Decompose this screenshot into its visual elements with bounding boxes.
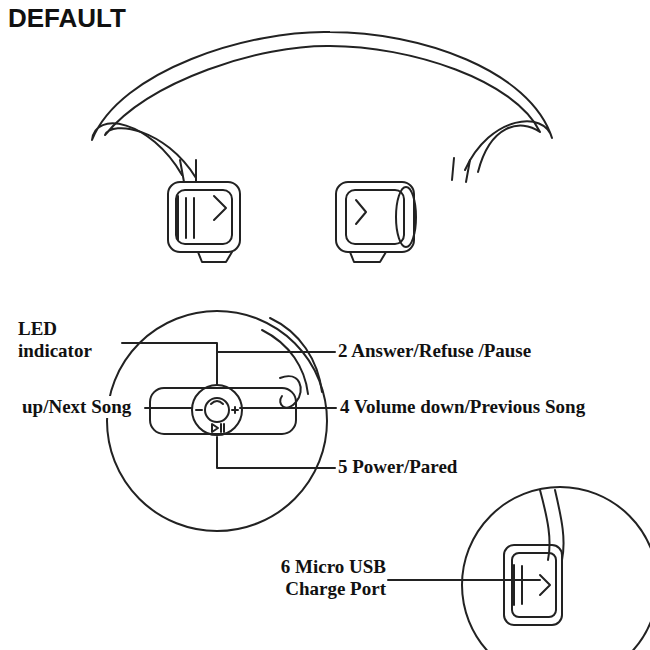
callout-label: 6 Micro USB Charge Port bbox=[246, 556, 386, 600]
callout-label-box: 5 Power/Pared bbox=[338, 456, 457, 478]
watermark: DEFAULT bbox=[8, 4, 126, 33]
callout-label-box: up/Next Song bbox=[22, 396, 131, 418]
callout-label: up/Next Song bbox=[22, 396, 131, 418]
callout-label: 5 Power/Pared bbox=[338, 456, 457, 478]
part-label: LED indicator bbox=[18, 318, 118, 362]
callout-label-box: 2 Answer/Refuse /Pause bbox=[338, 340, 531, 362]
watermark-box: DEFAULT bbox=[8, 4, 126, 33]
callout-label-box: 6 Micro USB Charge Port bbox=[246, 556, 386, 600]
callout-label-box: 4 Volume down/Previous Song bbox=[340, 396, 585, 418]
part-label-box: LED indicator bbox=[18, 318, 118, 362]
callout-label: 2 Answer/Refuse /Pause bbox=[338, 340, 531, 362]
callout-label: 4 Volume down/Previous Song bbox=[340, 396, 585, 418]
